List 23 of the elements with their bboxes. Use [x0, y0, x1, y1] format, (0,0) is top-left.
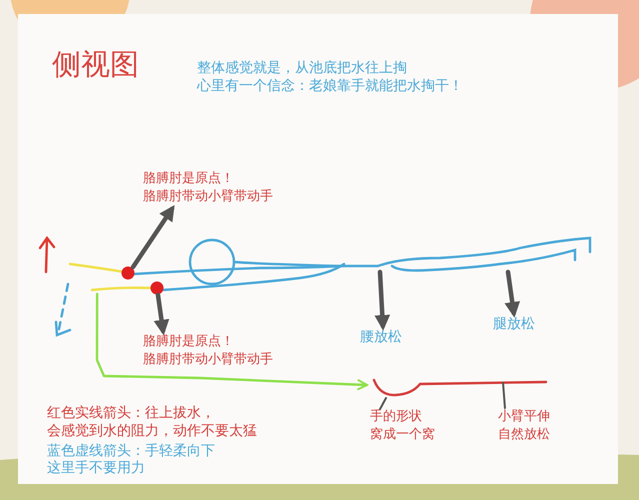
- annotation: 腿放松: [493, 315, 545, 333]
- summary-note: 心里有一个信念：老娘靠手就能把水掏干！: [197, 78, 463, 96]
- title: 侧视图: [52, 46, 139, 82]
- arrow: [154, 292, 170, 336]
- annotation: 胳膊肘是原点！: [143, 333, 235, 351]
- legend-note: 红色实线箭头：往上拔水，: [47, 405, 215, 422]
- annotation: 腰放松: [360, 328, 412, 346]
- summary-note: 整体感觉就是，从池底把水往上掏: [197, 60, 407, 78]
- annotation: 胳膊肘是原点！: [143, 170, 235, 188]
- annotation: 小臂平伸自然放松: [498, 408, 556, 444]
- legend-note: 会感觉到水的阻力，动作不要太猛: [47, 423, 257, 440]
- annotation: 窝成一个窝: [370, 426, 436, 444]
- annotation: 胳膊肘带动小臂带动手: [143, 188, 274, 206]
- arrow: [504, 270, 520, 318]
- leader-line: [379, 397, 388, 410]
- arrow: [130, 204, 175, 270]
- annotation: 胳膊肘带动小臂带动手: [143, 350, 274, 368]
- arrow: [374, 270, 390, 331]
- leader-line: [502, 382, 506, 409]
- arrow: [96, 292, 368, 390]
- legend-note: 蓝色虚线箭头：手轻柔向下: [47, 443, 215, 460]
- annotation: 手的形状: [370, 408, 423, 426]
- legend-note: 这里手不要用力: [47, 460, 145, 478]
